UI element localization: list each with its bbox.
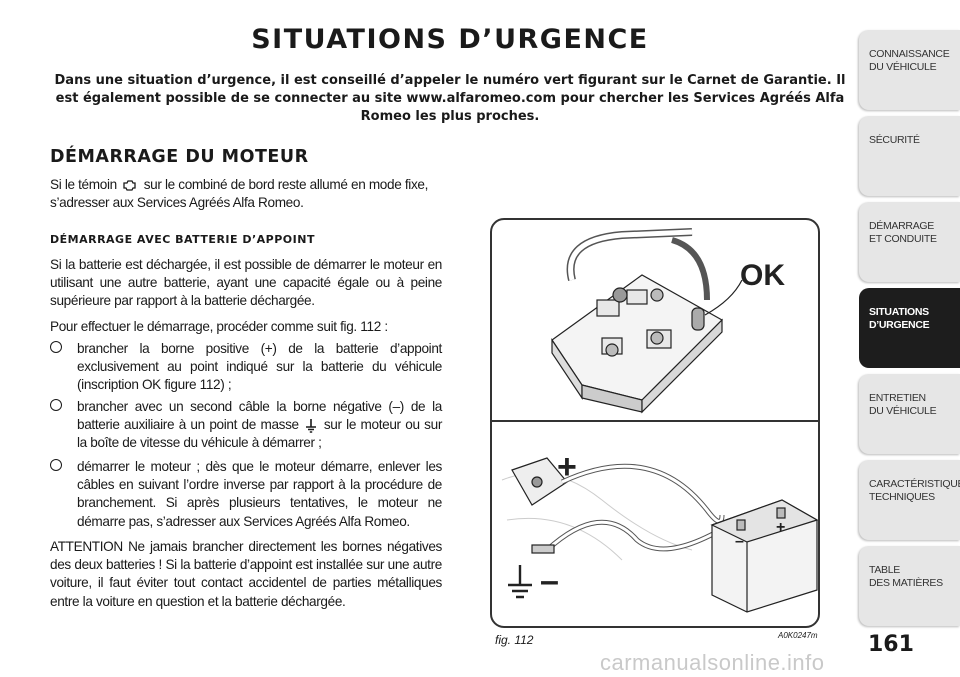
bullet-icon [50,399,62,411]
ok-label: OK [740,259,785,292]
figure-divider [492,420,818,422]
step-2: brancher avec un second câble la borne n… [50,398,442,453]
step-3: démarrer le moteur ; dès que le moteur d… [50,458,442,531]
tab-demarrage-et-conduite[interactable]: DÉMARRAGE ET CONDUITE [859,202,960,282]
tab-situations-d-urgence[interactable]: SITUATIONS D’URGENCE [859,288,960,368]
figure-112: OK + – – + [490,218,820,628]
figure-illustration: OK + – – + [501,228,818,613]
warning-light-paragraph: Si le témoin sur le combiné de bord rest… [50,176,442,212]
step-2-text: brancher avec un second câble la borne n… [77,398,442,453]
page-title: SITUATIONS D’URGENCE [251,24,649,55]
tab-securite[interactable]: SÉCURITÉ [859,116,960,196]
section-heading: DÉMARRAGE DU MOTEUR [50,147,309,167]
terminal-box-drawing [551,228,743,414]
p1-after: sur le combiné de bord reste allumé en m… [50,177,429,211]
bullet-icon [50,459,62,471]
step-2-after: sur le moteur ou sur la boîte de vitesse… [77,417,442,451]
step-3-text: démarrer le moteur ; dès que le moteur d… [77,459,442,529]
step-2-before: brancher avec un second câble la borne n… [77,399,442,433]
subsection-heading: DÉMARRAGE AVEC BATTERIE D’APPOINT [50,233,315,246]
jumper-connection-drawing [501,457,818,613]
battery-plus-label: + [776,519,785,536]
p1-before: Si le témoin [50,177,117,192]
engine-warning-icon [123,180,136,192]
discharged-battery-paragraph: Si la batterie est déchargée, il est pos… [50,257,442,309]
tab-entretien-du-vehicule[interactable]: ENTRETIEN DU VÉHICULE [859,374,960,454]
watermark: carmanualsonline.info [600,650,825,675]
battery-minus-label: – [735,533,744,550]
intro-paragraph: Dans une situation d’urgence, il est con… [54,73,846,124]
figure-caption: fig. 112 [495,633,534,647]
ground-icon [306,418,317,433]
tab-connaissance-du-vehicule[interactable]: CONNAISSANCE DU VÉHICULE [859,30,960,110]
page-number: 161 [868,632,914,657]
figure-code: A0K0247m [778,631,818,640]
step-1: brancher la borne positive (+) de la bat… [50,340,442,395]
tab-caracteristiques-techniques[interactable]: CARACTÉRISTIQUES TECHNIQUES [859,460,960,540]
warning-paragraph: ATTENTION Ne jamais brancher directement… [50,539,442,609]
bullet-icon [50,341,62,353]
minus-label: – [540,562,559,600]
tab-table-des-matieres[interactable]: TABLE DES MATIÈRES [859,546,960,626]
procedure-intro: Pour effectuer le démarrage, procéder co… [50,319,388,334]
step-1-text: brancher la borne positive (+) de la bat… [77,341,442,393]
plus-label: + [557,448,577,486]
